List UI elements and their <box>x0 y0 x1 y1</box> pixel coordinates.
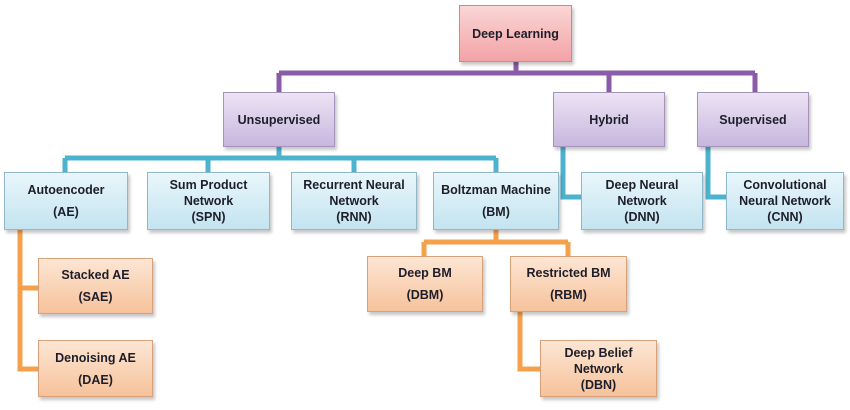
connector-supervised-cnn <box>705 147 726 200</box>
node-hybrid: Hybrid <box>553 92 665 147</box>
node-rnn-line1: Recurrent Neural <box>303 178 405 192</box>
node-dnn-line2: Network <box>617 194 667 208</box>
node-unsupervised-label: Unsupervised <box>237 112 321 127</box>
node-denoising-ae: Denoising AE (DAE) <box>38 340 153 397</box>
node-convolutional-neural-network: Convolutional Neural Network (CNN) <box>726 172 844 230</box>
node-dbn-abbr: (DBN) <box>580 377 617 392</box>
node-cnn-line1: Convolutional <box>743 178 827 192</box>
node-deep-neural-network: Deep Neural Network (DNN) <box>581 172 703 230</box>
node-rbm-name: Restricted BM <box>526 266 611 280</box>
node-deep-bm: Deep BM (DBM) <box>367 256 483 312</box>
node-stacked-ae: Stacked AE (SAE) <box>38 258 153 314</box>
node-unsupervised: Unsupervised <box>223 92 335 147</box>
node-dbn-line1: Deep Belief <box>564 345 633 360</box>
node-boltzman-machine: Boltzman Machine (BM) <box>433 172 559 230</box>
node-spn-line2: Network <box>183 194 234 208</box>
node-dae-abbr: (DAE) <box>78 372 113 387</box>
node-cnn-line2: Neural Network <box>739 194 831 208</box>
node-cnn-abbr: (CNN) <box>767 210 803 224</box>
node-recurrent-neural-network: Recurrent Neural Network (RNN) <box>291 172 417 230</box>
node-spn-line1: Sum Product <box>169 178 248 192</box>
connector-rbm-dbn <box>517 312 540 372</box>
node-dnn-line1: Deep Neural <box>605 178 679 192</box>
node-bm-abbr: (BM) <box>482 205 510 219</box>
node-bm-name: Boltzman Machine <box>441 183 551 197</box>
node-rbm-abbr: (RBM) <box>550 288 587 302</box>
node-supervised-label: Supervised <box>719 112 787 127</box>
node-hybrid-label: Hybrid <box>589 112 629 127</box>
node-autoencoder-abbr: (AE) <box>53 205 79 219</box>
node-deep-belief-network: Deep Belief Network (DBN) <box>540 340 657 397</box>
node-rnn-line2: Network <box>329 194 379 208</box>
node-deep-learning: Deep Learning <box>459 5 572 62</box>
connector-hybrid-dnn <box>560 147 581 200</box>
node-restricted-bm: Restricted BM (RBM) <box>510 256 627 312</box>
connector-ae-subtree <box>17 230 38 372</box>
node-sae-name: Stacked AE <box>61 268 130 282</box>
node-autoencoder-name: Autoencoder <box>27 183 105 197</box>
node-dbn-line2: Network <box>573 361 624 376</box>
node-deep-learning-label: Deep Learning <box>472 26 559 41</box>
node-dae-name: Denoising AE <box>55 350 136 365</box>
node-sae-abbr: (SAE) <box>78 290 113 304</box>
node-rnn-abbr: (RNN) <box>336 210 372 224</box>
node-spn-abbr: (SPN) <box>191 210 226 224</box>
node-supervised: Supervised <box>697 92 809 147</box>
node-sum-product-network: Sum Product Network (SPN) <box>147 172 270 230</box>
node-dbm-name: Deep BM <box>398 266 452 280</box>
node-autoencoder: Autoencoder (AE) <box>4 172 128 230</box>
node-dnn-abbr: (DNN) <box>624 210 660 224</box>
node-dbm-abbr: (DBM) <box>406 288 444 302</box>
